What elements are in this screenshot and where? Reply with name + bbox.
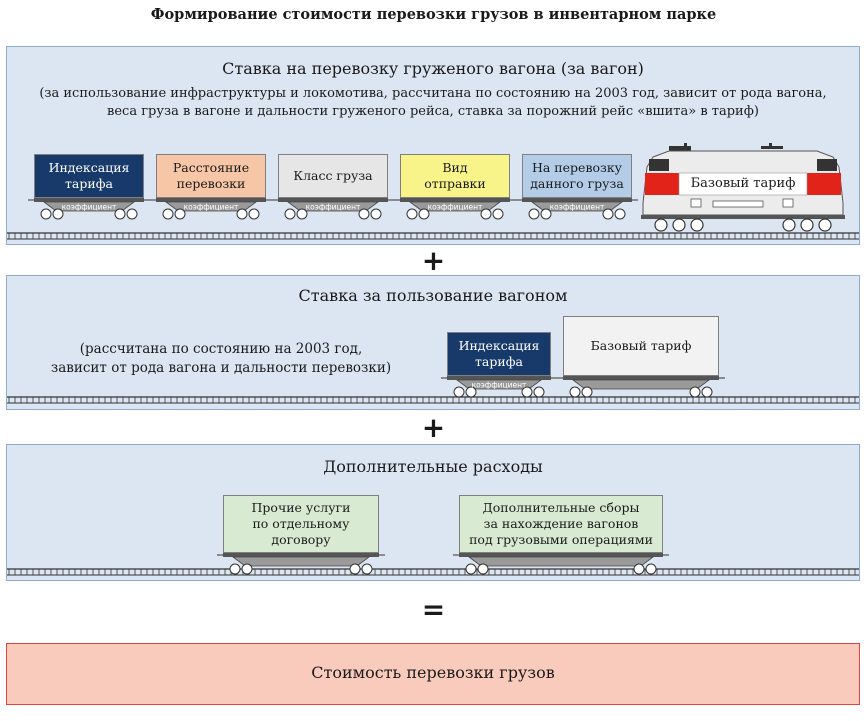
wagon-specific-cargo: На перевозку данного груза (522, 154, 632, 198)
panel-additional-costs: Дополнительные расходы Прочие услуги по … (6, 444, 860, 581)
flatcar-4: коэффициент (394, 198, 516, 220)
wagon-additional-fees: Дополнительные сборы за нахождение вагон… (459, 495, 663, 553)
panel-additional-costs-title: Дополнительные расходы (323, 457, 543, 476)
flatcar-additional-fees (453, 553, 669, 575)
flatcar-5: коэффициент (516, 198, 638, 220)
wagon-distance-label: Расстояние перевозки (172, 160, 250, 191)
wagon-distance: Расстояние перевозки (156, 154, 266, 198)
panel-wagon-usage-rate-title: Ставка за пользование вагоном (298, 286, 568, 305)
wagon-dispatch-type: Вид отправки (400, 154, 510, 198)
wagon-other-services-label: Прочие услуги по отдельному договору (251, 500, 351, 547)
wagon-indexation: Индексация тарифа (34, 154, 144, 198)
wagon-usage-indexation: Индексация тарифа (447, 332, 551, 376)
flatcar-1: коэффициент (28, 198, 150, 220)
flatcar-usage-indexation-coefficient-tag: коэффициент (472, 381, 527, 390)
panel-loaded-wagon-rate-title: Ставка на перевозку груженого вагона (за… (222, 59, 644, 78)
plus-operator-2: + (421, 411, 446, 444)
flatcar-3: коэффициент (272, 198, 394, 220)
flatcar-4-coefficient-tag: коэффициент (428, 203, 483, 212)
panel-loaded-wagon-rate-subtitle-line1: (за использование инфраструктуры и локом… (39, 86, 827, 101)
panel-loaded-wagon-rate: Ставка на перевозку груженого вагона (за… (6, 46, 860, 245)
wagon-cargo-class-label: Класс груза (293, 168, 373, 183)
wagon-cargo-class: Класс груза (278, 154, 388, 198)
panel-loaded-wagon-rate-subtitle-line2: веса груза в вагоне и дальности груженог… (107, 104, 759, 119)
flatcar-5-coefficient-tag: коэффициент (550, 203, 605, 212)
plus-operator-1: + (421, 244, 446, 277)
rail-track-2 (7, 396, 859, 404)
wagon-specific-cargo-label: На перевозку данного груза (530, 160, 624, 191)
flatcar-2: коэффициент (150, 198, 272, 220)
diagram-title: Формирование стоимости перевозки грузов … (150, 6, 717, 23)
wagon-usage-indexation-label: Индексация тарифа (458, 338, 540, 369)
flatcar-1-coefficient-tag: коэффициент (62, 203, 117, 212)
flatcar-usage-base (557, 376, 725, 398)
locomotive-label: Базовый тариф (690, 176, 796, 191)
flatcar-2-coefficient-tag: коэффициент (184, 203, 239, 212)
equals-operator: = (421, 593, 446, 626)
flatcar-other-services (217, 553, 385, 575)
flatcars-row-2: коэффициент (441, 376, 725, 398)
panel-wagon-usage-rate-note: (рассчитана по состоянию на 2003 год, за… (50, 341, 392, 376)
wagon-other-services: Прочие услуги по отдельному договору (223, 495, 379, 553)
flatcars-row-1: коэффициент коэффициент коэффициент коэффиц… (28, 198, 638, 220)
flatcar-3-coefficient-tag: коэффициент (306, 203, 361, 212)
wagon-dispatch-type-label: Вид отправки (424, 160, 486, 191)
locomotive-base-tariff (641, 143, 845, 232)
flatcar-usage-indexation: коэффициент (441, 376, 557, 398)
wagon-additional-fees-label: Дополнительные сборы за нахождение вагон… (469, 500, 653, 547)
panel-wagon-usage-rate: Ставка за пользование вагоном (рассчитан… (6, 275, 860, 410)
rail-track-1 (7, 232, 859, 240)
result-freight-cost: Стоимость перевозки грузов (6, 643, 860, 705)
flatcars-row-3 (217, 553, 669, 575)
wagon-indexation-label: Индексация тарифа (48, 160, 130, 191)
wagon-usage-base-tariff-label: Базовый тариф (590, 338, 692, 353)
wagon-usage-base-tariff: Базовый тариф (563, 316, 719, 376)
